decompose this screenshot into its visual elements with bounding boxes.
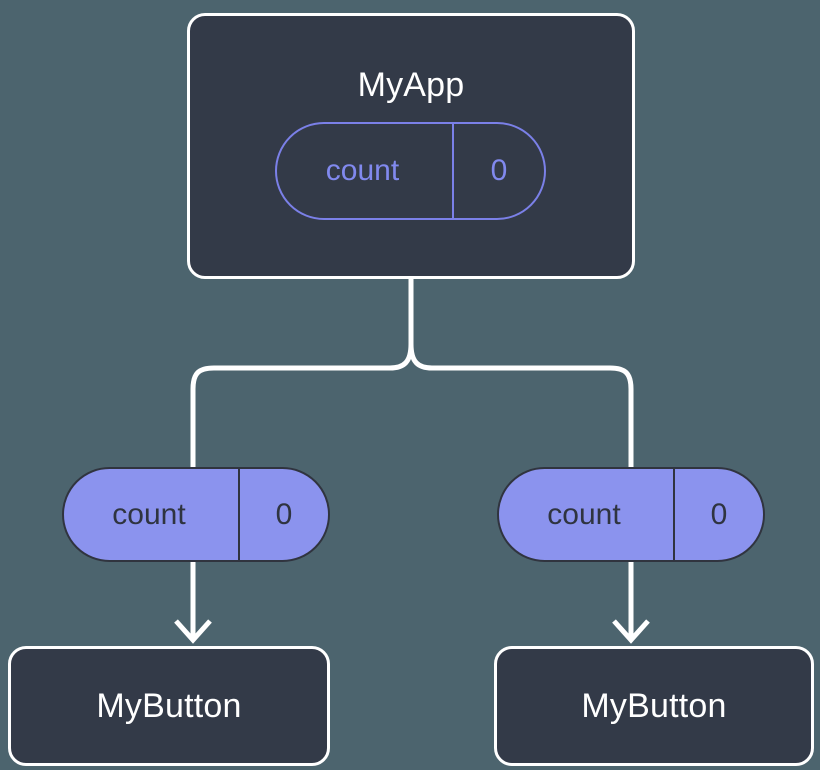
state-pill-mybutton-left[interactable]: count 0 [62,467,330,562]
state-pill-value: 0 [673,469,763,560]
state-pill-value: 0 [238,469,328,560]
component-node-mybutton-right[interactable]: MyButton [494,646,814,766]
state-pill-myapp[interactable]: count 0 [275,122,546,220]
state-pill-value: 0 [452,124,544,218]
component-label-mybutton: MyButton [96,687,242,725]
wire-fork-right [408,343,634,470]
state-pill-key: count [547,497,621,531]
component-node-mybutton-left[interactable]: MyButton [8,646,330,766]
arrow-head-down-left-icon [174,619,212,644]
arrow-head-down-right-icon [612,619,650,644]
state-pill-key: count [325,154,400,187]
component-label-mybutton: MyButton [581,687,727,725]
wire-fork-left [190,343,414,470]
component-label-myapp: MyApp [357,66,465,104]
state-pill-key: count [112,497,186,531]
state-pill-mybutton-right[interactable]: count 0 [497,467,765,562]
